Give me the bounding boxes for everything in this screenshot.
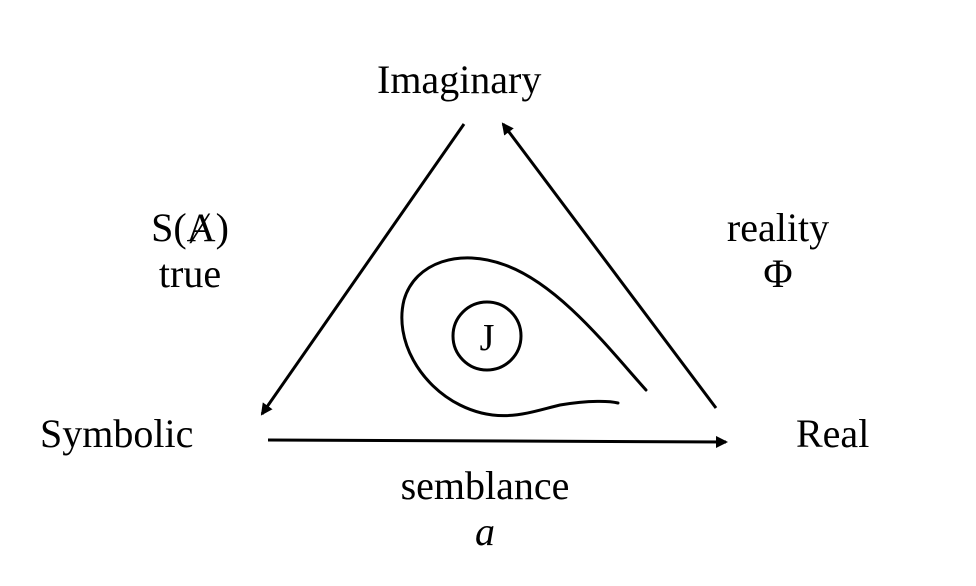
node-real: Real [796, 411, 870, 456]
loop-curve [400, 256, 648, 418]
edge-label-true: true [158, 251, 222, 296]
edge-label-semblance: semblance [400, 463, 570, 508]
arrow-symbolic-to-real [267, 435, 728, 448]
center-circle [451, 300, 523, 372]
edge-label-a: a [475, 509, 495, 554]
edge-label-real-imaginary: reality Φ [698, 208, 858, 294]
edge-label-phi: Φ [763, 251, 793, 296]
edge-label-reality: reality [726, 205, 830, 250]
node-symbolic: Symbolic [40, 411, 194, 456]
node-imaginary: Imaginary [377, 57, 542, 102]
arrow-imaginary-to-symbolic [260, 123, 466, 416]
center-symbol: J [452, 303, 522, 373]
edge-label-symbolic-imaginary: S(Ⱥ) true [110, 208, 270, 294]
edge-label-symbolic-real: semblance a [360, 466, 610, 552]
arrow-real-to-imaginary [501, 122, 718, 409]
edge-label-s-barred-a: S(Ⱥ) [151, 205, 229, 250]
center-label-j: J [479, 317, 495, 359]
